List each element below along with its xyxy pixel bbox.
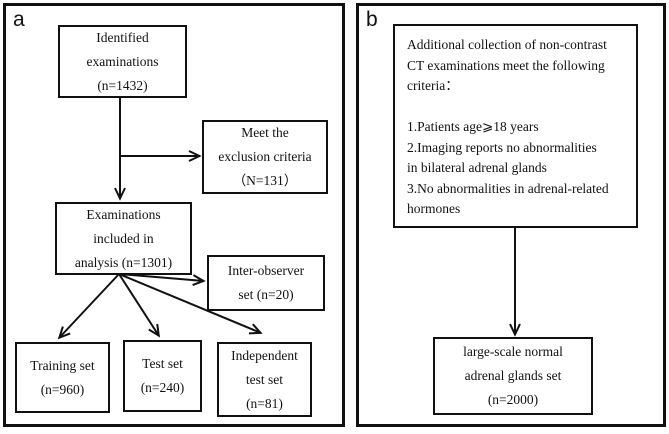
independent-test-set-box: Independent test set (n=81): [217, 342, 312, 417]
test-set-box: Test set (n=240): [123, 340, 202, 412]
panel-b-label: b: [366, 8, 378, 31]
normal-adrenal-set-box: large-scale normal adrenal glands set (n…: [433, 337, 593, 415]
identified-examinations-box: Identified examinations (n=1432): [58, 25, 187, 98]
exclusion-criteria-box: Meet the exclusion criteria （N=131）: [202, 120, 328, 194]
training-set-box: Training set (n=960): [15, 342, 110, 413]
inter-observer-set-box: Inter-observer set (n=20): [207, 255, 325, 311]
included-analysis-box: Examinations included in analysis (n=130…: [55, 202, 192, 275]
panel-a-label: a: [13, 8, 25, 31]
collection-criteria-box: Additional collection of non-contrast CT…: [393, 24, 638, 228]
